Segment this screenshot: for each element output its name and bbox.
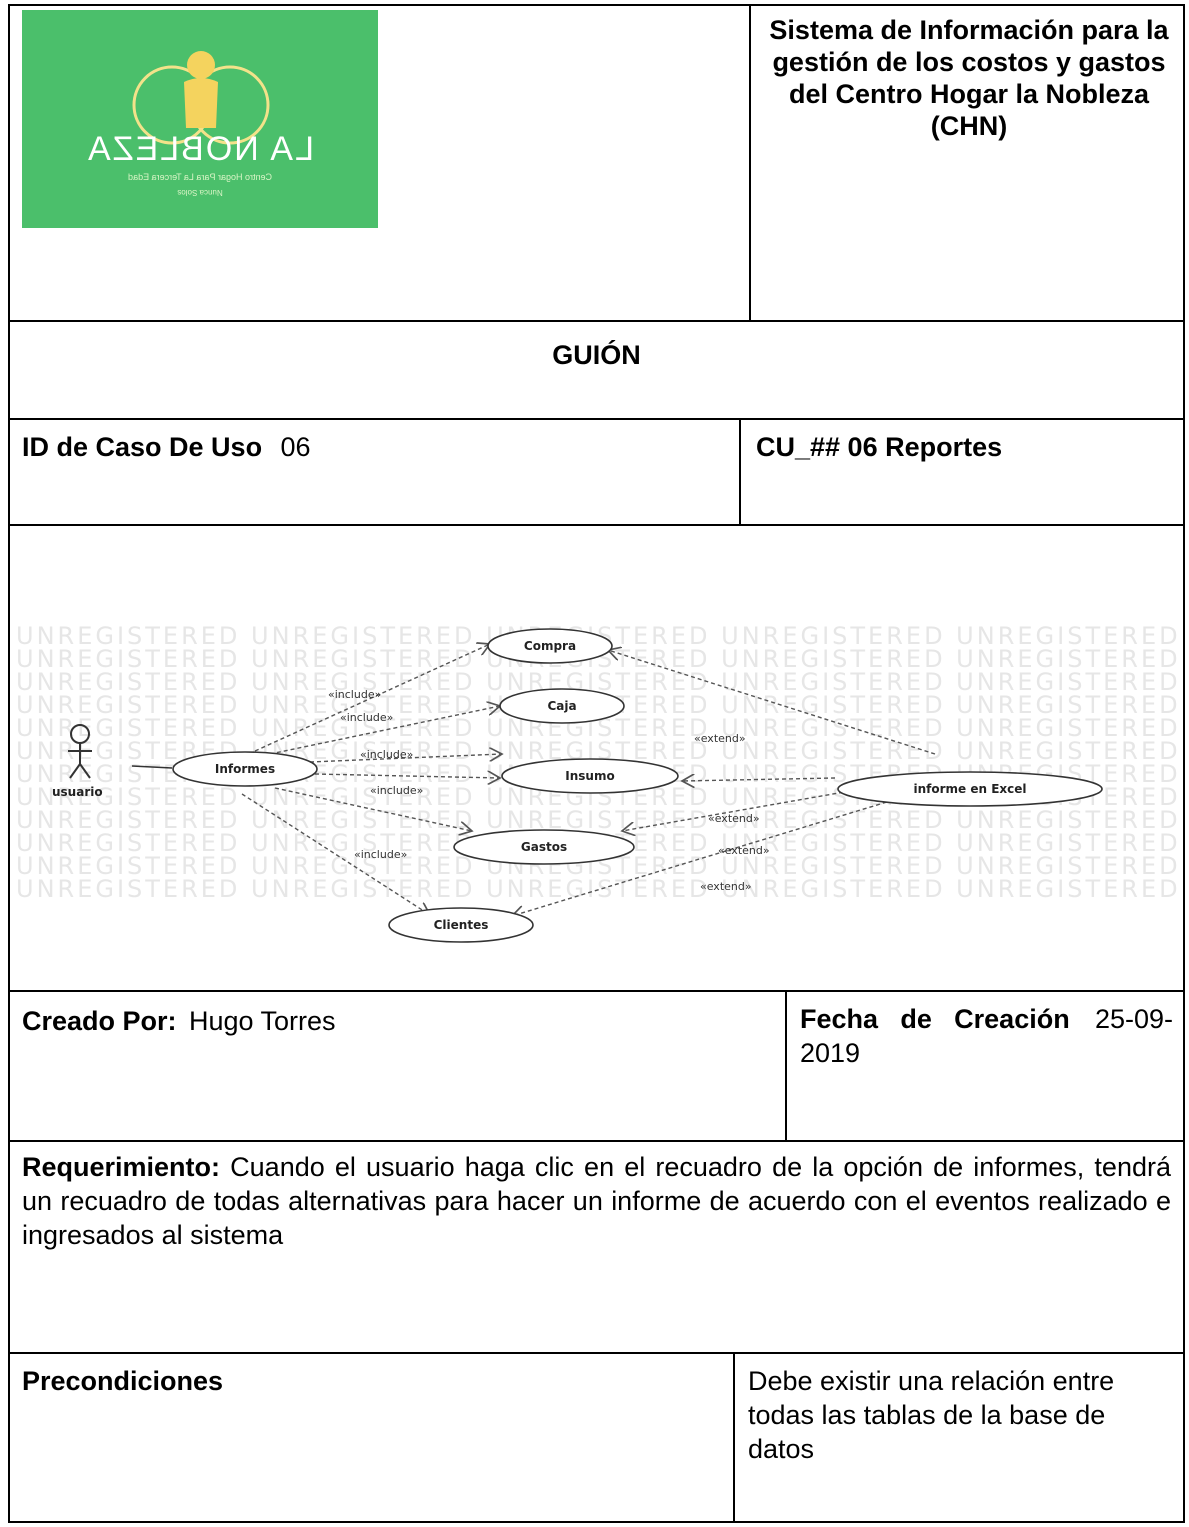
guion-label: GUIÓN xyxy=(552,340,641,370)
system-title-cell: Sistema de Información para la gestión d… xyxy=(751,6,1183,320)
use-case-gastos-label: Gastos xyxy=(521,840,567,854)
logo-text: LA NOBLEZA xyxy=(86,130,314,168)
watermark-line: UNREGISTERED UNREGISTERED UNREGISTERED U… xyxy=(16,875,1181,903)
divider xyxy=(739,420,741,524)
use-case-compra xyxy=(487,628,613,664)
requirement-cell: Requerimiento: Cuando el usuario haga cl… xyxy=(22,1150,1171,1252)
include-label: «include» xyxy=(328,688,381,701)
include-label: «include» xyxy=(360,748,413,761)
use-case-compra-label: Compra xyxy=(524,639,576,653)
watermark-line: UNREGISTERED UNREGISTERED UNREGISTERED U… xyxy=(16,806,1181,834)
preconditions-row: Precondiciones Debe existir una relación… xyxy=(8,1352,1185,1523)
creation-date-cell: Fecha de Creación 25-09-2019 xyxy=(800,1002,1173,1140)
extend-label: «extend» xyxy=(708,812,760,825)
actor-label: usuario xyxy=(52,785,103,799)
created-by-value: Hugo Torres xyxy=(188,1006,336,1036)
use-case-clientes xyxy=(388,907,534,943)
header-row: LA NOBLEZA Centro Hogar Para La Tercera … xyxy=(8,4,1185,320)
use-case-excel xyxy=(837,771,1103,807)
requirement-text: Cuando el usuario haga clic en el recuad… xyxy=(22,1152,1171,1250)
include-label: «include» xyxy=(354,848,407,861)
use-case-clientes-label: Clientes xyxy=(434,918,489,932)
diagram-row: UNREGISTERED UNREGISTERED UNREGISTERED U… xyxy=(8,524,1185,990)
use-case-name: CU_## 06 Reportes xyxy=(756,432,1003,462)
preconditions-label: Precondiciones xyxy=(22,1366,224,1396)
use-case-excel-label: informe en Excel xyxy=(913,782,1026,796)
created-by-cell: Creado Por: Hugo Torres xyxy=(22,1004,336,1140)
extend-label: «extend» xyxy=(694,732,746,745)
requirement-label: Requerimiento: xyxy=(22,1152,221,1182)
logo-subtitle: Centro Hogar Para La Tercera Edad xyxy=(128,172,272,182)
use-case-informes-label: Informes xyxy=(215,762,275,776)
preconditions-text: Debe existir una relación entre todas la… xyxy=(748,1366,1115,1464)
actor-icon xyxy=(68,724,92,779)
logo: LA NOBLEZA Centro Hogar Para La Tercera … xyxy=(22,10,378,228)
created-by-label: Creado Por: xyxy=(22,1006,177,1036)
divider xyxy=(733,1354,735,1521)
include-label: «include» xyxy=(370,784,423,797)
use-case-gastos xyxy=(453,829,635,865)
use-case-caja-label: Caja xyxy=(547,699,576,713)
include-label: «include» xyxy=(340,711,393,724)
divider xyxy=(785,992,787,1140)
preconditions-label-cell: Precondiciones xyxy=(22,1364,223,1521)
use-case-insumo xyxy=(501,758,679,794)
use-case-id-row: ID de Caso De Uso 06 CU_## 06 Reportes xyxy=(8,418,1185,524)
use-case-caja xyxy=(499,688,625,724)
extend-label: «extend» xyxy=(718,844,770,857)
requirement-row: Requerimiento: Cuando el usuario haga cl… xyxy=(8,1140,1185,1352)
use-case-id-value: 06 xyxy=(280,432,311,462)
creation-date-value: 25-09-2019 xyxy=(800,1004,1173,1068)
use-case-id-cell: ID de Caso De Uso 06 xyxy=(22,430,311,524)
divider xyxy=(749,6,751,320)
use-case-diagram: UNREGISTERED UNREGISTERED UNREGISTERED U… xyxy=(16,622,1181,943)
relationships xyxy=(241,644,936,916)
logo-tagline: Nunca Solos xyxy=(177,188,223,197)
use-case-informes xyxy=(172,751,318,787)
actor-association xyxy=(131,765,173,769)
logo-figure-icon xyxy=(132,51,270,145)
use-case-name-cell: CU_## 06 Reportes xyxy=(756,430,1002,524)
extend-label: «extend» xyxy=(700,880,752,893)
system-title: Sistema de Información para la gestión d… xyxy=(769,15,1169,141)
creation-date-label: Fecha de Creación xyxy=(800,1004,1070,1034)
preconditions-text-cell: Debe existir una relación entre todas la… xyxy=(748,1364,1173,1521)
created-row: Creado Por: Hugo Torres Fecha de Creació… xyxy=(8,990,1185,1140)
guion-row: GUIÓN xyxy=(8,320,1185,418)
use-case-id-label: ID de Caso De Uso xyxy=(22,432,263,462)
use-case-insumo-label: Insumo xyxy=(565,769,614,783)
